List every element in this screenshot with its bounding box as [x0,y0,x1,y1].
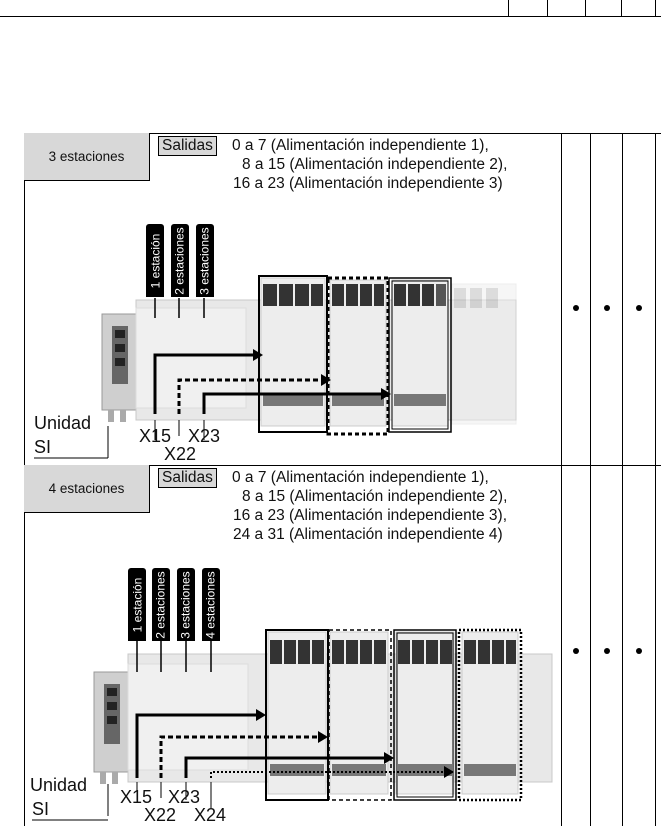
connector-label: X23 [168,787,201,807]
connector-label: X23 [188,426,221,446]
connector-label: X15 [139,426,172,446]
column-divider [561,133,562,826]
connector-label: X22 [164,444,197,464]
manifold-illustration [34,275,517,459]
output-range-line: 16 a 23 (Alimentación independiente 3), [233,507,508,524]
station-tag-3: 3 estaciones [196,224,214,297]
unit-label: Unidad [34,413,92,433]
availability-dot [604,648,610,654]
station-tag-4: 4 estaciones [202,568,220,641]
si-label: SI [34,437,52,457]
station-tag-3: 3 estaciones [177,568,195,641]
station-tag-1: 1 estación [146,224,164,297]
previous-table-divider [547,0,548,16]
manifold-diagram-3-stations: 1 estación 2 estaciones 3 estaciones Uni… [24,218,561,465]
output-range-line: 0 a 7 (Alimentación independiente 1), [232,137,489,154]
table-row-3-stations: 3 estaciones Salidas 0 a 7 (Alimentación… [24,133,642,465]
station-tag-2: 2 estaciones [152,568,170,641]
connector-label: X24 [194,805,227,825]
manifold-illustration [32,628,553,821]
output-range-line: 8 a 15 (Alimentación independiente 2), [242,488,508,505]
table-top-border [24,133,661,134]
connector-label: X22 [144,805,177,825]
manifold-diagram-4-stations: 1 estación 2 estaciones 3 estaciones 4 e… [24,568,561,826]
availability-dot [636,305,642,311]
previous-table-divider [508,0,509,16]
output-range-line: 0 a 7 (Alimentación independiente 1), [232,469,489,486]
availability-dot [573,648,579,654]
previous-table-divider [585,0,586,16]
station-tag-1: 1 estación [128,568,146,641]
unit-label: Unidad [30,775,88,795]
column-divider [590,133,591,826]
availability-dot [636,648,642,654]
availability-dot [573,305,579,311]
connector-label: X15 [120,787,153,807]
previous-table-divider [655,0,656,16]
output-range-line: 24 a 31 (Alimentación independiente 4) [233,526,503,543]
outputs-tag: Salidas [158,136,217,156]
previous-table-divider [621,0,622,16]
availability-dot [604,305,610,311]
station-tag-2: 2 estaciones [171,224,189,297]
si-label: SI [32,799,50,819]
stations-label: 4 estaciones [24,465,150,513]
row-divider [24,465,661,466]
outputs-tag: Salidas [158,468,217,488]
stations-table: 3 estaciones Salidas 0 a 7 (Alimentación… [24,133,661,826]
previous-table-bottom-rule [0,16,661,17]
stations-label: 3 estaciones [24,133,150,181]
output-range-line: 8 a 15 (Alimentación independiente 2), [242,156,508,173]
table-row-4-stations: 4 estaciones Salidas 0 a 7 (Alimentación… [24,465,642,826]
output-range-line: 16 a 23 (Alimentación independiente 3) [233,175,503,192]
column-divider [622,133,623,826]
column-divider [655,133,656,826]
